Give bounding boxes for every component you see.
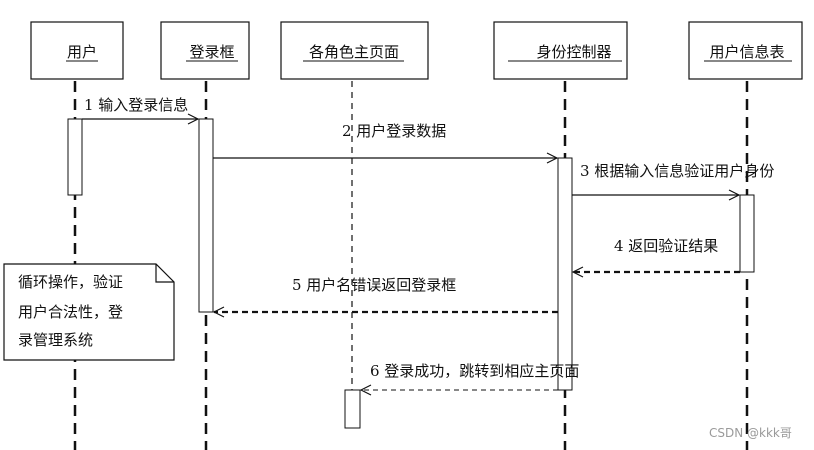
lifeline-login-box-label: 登录框 [189,43,234,61]
message-2: 2 用户登录数据 [213,122,557,158]
note: 循环操作，验证 用户合法性，登 录管理系统 [3,263,175,361]
message-6: 6 登录成功，跳转到相应主页面 [361,362,579,390]
activation-controller [557,157,573,391]
message-3: 3 根据输入信息验证用户身份 [572,162,774,195]
message-1: 1 输入登录信息 [82,96,198,119]
activation-role-home [344,389,361,429]
activation-login-box [198,118,214,313]
message-6-label: 6 登录成功，跳转到相应主页面 [370,362,579,380]
lifeline-role-home-label: 各角色主页面 [309,43,399,61]
lifeline-user-info-table-label: 用户信息表 [709,43,784,61]
lifeline-role-home: 各角色主页面 [280,21,429,80]
message-2-label: 2 用户登录数据 [342,122,446,140]
lifeline-user-info-table: 用户信息表 [688,21,803,80]
watermark: CSDN @kkk哥 [709,426,792,440]
message-5: 5 用户名错误返回登录框 [214,276,558,312]
activation-user [67,118,83,196]
lifeline-login-box: 登录框 [160,21,250,80]
lifeline-identity-controller: 身份控制器 [493,21,628,80]
note-line-2: 用户合法性，登 [18,303,123,321]
message-5-label: 5 用户名错误返回登录框 [292,276,456,294]
activation-info-table [739,194,755,273]
message-4-label: 4 返回验证结果 [614,237,718,255]
note-line-1: 循环操作，验证 [18,273,123,291]
lifeline-user: 用户 [30,21,124,80]
message-4: 4 返回验证结果 [573,237,740,272]
message-3-label: 3 根据输入信息验证用户身份 [580,162,774,180]
lifeline-identity-controller-label: 身份控制器 [536,43,611,61]
lifeline-user-label: 用户 [67,43,97,61]
note-line-3: 录管理系统 [18,331,93,349]
message-1-label: 1 输入登录信息 [84,96,188,114]
